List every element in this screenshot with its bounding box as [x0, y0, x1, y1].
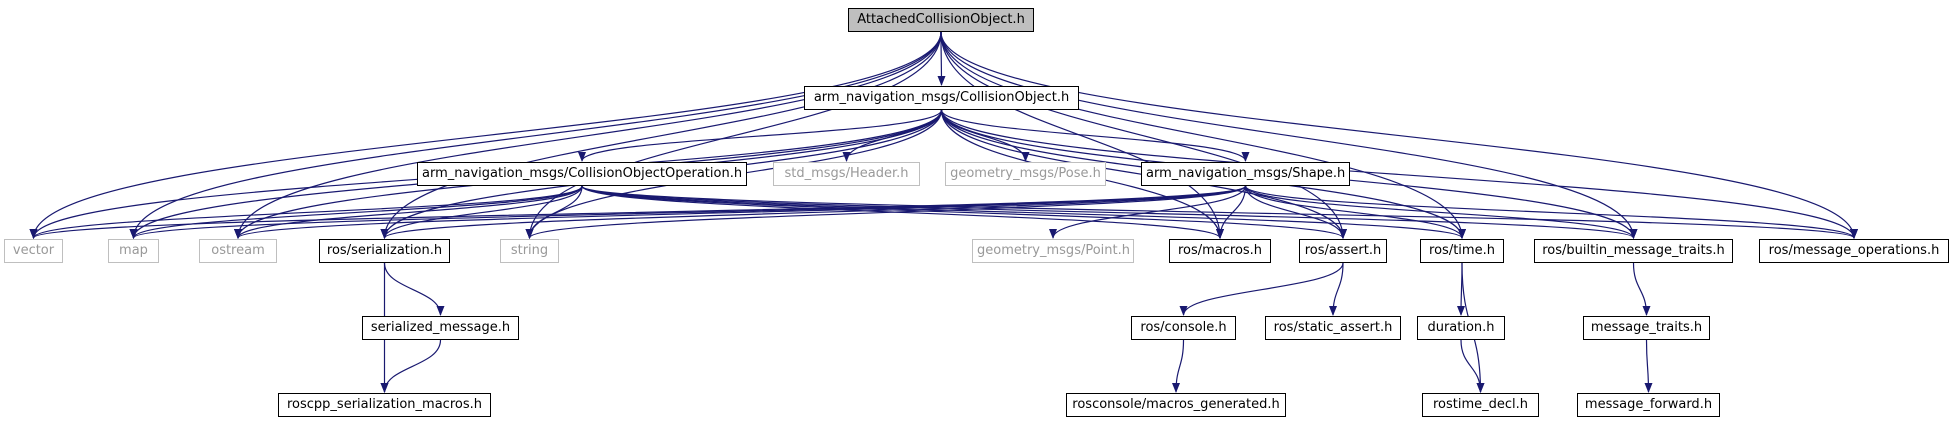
node-duration-h[interactable]: duration.h [1417, 316, 1505, 340]
edge-sermsg-to-sermacros [380, 339, 442, 393]
edge-collop-to-map [129, 185, 583, 239]
edge-collobj-to-shape [940, 109, 1250, 162]
edge-shape-to-builtin [1244, 185, 1638, 239]
node-ostream: ostream [199, 239, 277, 263]
node-string: string [500, 239, 559, 263]
edge-console-to-rosconsole [1172, 339, 1185, 393]
edge-assert-to-static [1329, 262, 1344, 316]
edge-collop-to-serial [380, 185, 583, 239]
edge-assert-to-console [1179, 262, 1344, 316]
node-geometry-msgs-pose-h: geometry_msgs/Pose.h [945, 162, 1106, 186]
edge-shape-to-macros [1216, 185, 1247, 239]
edge-traits-to-forward [1644, 339, 1653, 393]
edge-root-to-ostream [234, 31, 942, 239]
node-collision-object-operation-h[interactable]: arm_navigation_msgs/CollisionObjectOpera… [417, 162, 747, 186]
edge-collobj-to-msgops [940, 109, 1858, 239]
edge-builtin-to-traits [1632, 262, 1651, 316]
edge-root-to-string [525, 31, 942, 239]
edge-root-to-macros [940, 31, 1224, 239]
edge-shape-to-msgops [1244, 185, 1858, 239]
edge-root-to-time [940, 31, 1466, 239]
node-ros-console-h[interactable]: ros/console.h [1131, 316, 1236, 340]
node-message-forward-h[interactable]: message_forward.h [1577, 393, 1720, 417]
edge-collop-to-time [581, 185, 1466, 239]
node-rostime-decl-h[interactable]: rostime_decl.h [1422, 393, 1539, 417]
node-collision-object-h[interactable]: arm_navigation_msgs/CollisionObject.h [804, 86, 1079, 110]
node-ros-macros-h[interactable]: ros/macros.h [1169, 239, 1271, 263]
node-attached-collision-object-h: AttachedCollisionObject.h [848, 8, 1034, 32]
edge-shape-to-serial [380, 185, 1247, 239]
edge-root-to-builtin [940, 31, 1638, 239]
node-rosconsole-macros-generated-h[interactable]: rosconsole/macros_generated.h [1066, 393, 1286, 417]
node-map: map [108, 239, 159, 263]
node-shape-h[interactable]: arm_navigation_msgs/Shape.h [1141, 162, 1350, 186]
node-geometry-msgs-point-h: geometry_msgs/Point.h [972, 239, 1134, 263]
node-vector: vector [4, 239, 63, 263]
edge-collop-to-ostream [234, 185, 583, 239]
node-ros-static-assert-h[interactable]: ros/static_assert.h [1265, 316, 1401, 340]
edge-shape-to-assert [1244, 185, 1347, 239]
edge-collop-to-builtin [581, 185, 1638, 239]
node-message-traits-h[interactable]: message_traits.h [1583, 316, 1710, 340]
node-serialized-message-h[interactable]: serialized_message.h [362, 316, 519, 340]
node-std-msgs-header-h: std_msgs/Header.h [773, 162, 920, 186]
edge-root-to-serial [380, 31, 942, 239]
edge-collop-to-vector [29, 185, 583, 239]
node-ros-message-operations-h[interactable]: ros/message_operations.h [1759, 239, 1949, 263]
node-ros-serialization-h[interactable]: ros/serialization.h [319, 239, 450, 263]
edge-root-to-msgops [940, 31, 1858, 239]
edge-duration-to-rostime [1460, 339, 1485, 393]
edge-collop-to-assert [581, 185, 1347, 239]
node-ros-assert-h[interactable]: ros/assert.h [1299, 239, 1387, 263]
edge-shape-to-string [525, 185, 1247, 239]
node-ros-time-h[interactable]: ros/time.h [1420, 239, 1504, 263]
edge-shape-to-time [1244, 185, 1466, 239]
node-ros-builtin-message-traits-h[interactable]: ros/builtin_message_traits.h [1534, 239, 1733, 263]
edge-shape-to-point [1049, 185, 1247, 239]
edge-root-to-vector [29, 31, 942, 239]
edge-collop-to-msgops [581, 185, 1858, 239]
edge-serial-to-sermsg [383, 262, 445, 316]
node-roscpp-serialization-macros-h[interactable]: roscpp_serialization_macros.h [278, 393, 491, 417]
edge-shape-to-ostream [234, 185, 1247, 239]
edge-collobj-to-collop [578, 109, 943, 162]
